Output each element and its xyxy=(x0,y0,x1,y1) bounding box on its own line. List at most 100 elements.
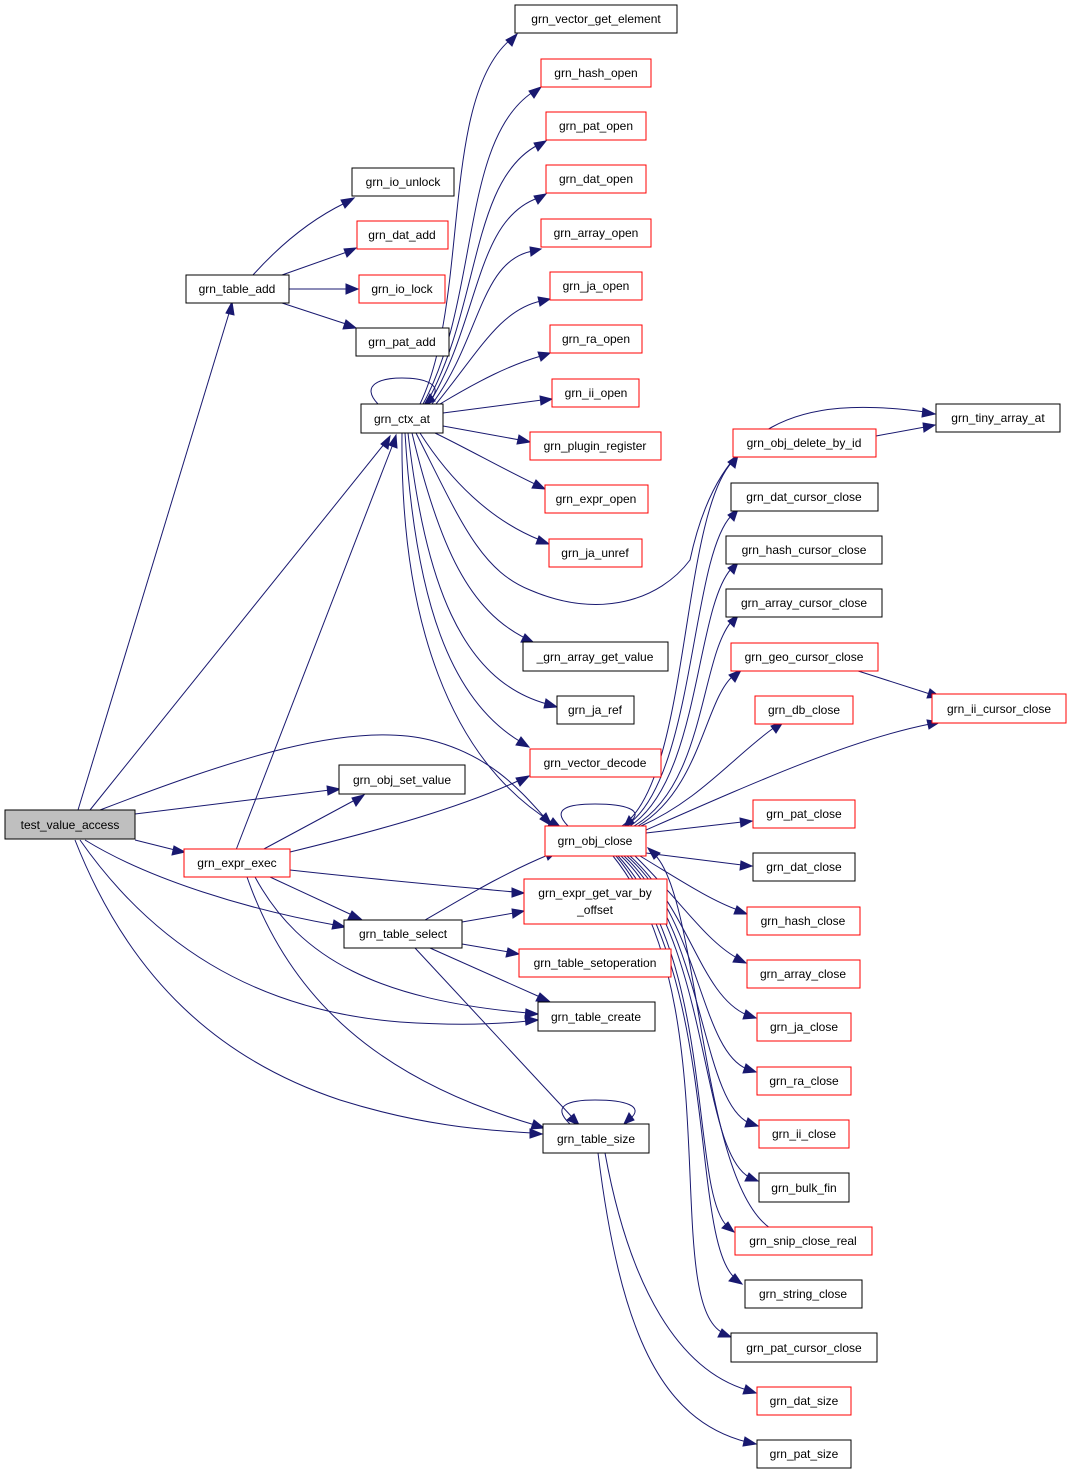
node-grn-table-setoperation[interactable]: grn_table_setoperation xyxy=(518,948,672,978)
node-label: grn_pat_close xyxy=(766,807,842,821)
node-grn-dat-cursor-close[interactable]: grn_dat_cursor_close xyxy=(730,482,879,512)
edge-grn-obj-close-to-grn-pat-close xyxy=(645,821,743,834)
node-label: grn_dat_size xyxy=(770,1394,839,1408)
node-grn-snip-close-real[interactable]: grn_snip_close_real xyxy=(734,1226,873,1256)
edge-grn-obj-close-to-grn-obj-delete-by-id xyxy=(621,461,733,827)
edge-grn-ctx-at-to-grn-plugin-register xyxy=(442,425,521,441)
arrowhead xyxy=(345,283,360,295)
node-label: grn_ra_open xyxy=(562,332,630,346)
node-grn-obj-set-value[interactable]: grn_obj_set_value xyxy=(338,764,466,795)
node-grn-pat-cursor-close[interactable]: grn_pat_cursor_close xyxy=(730,1332,878,1363)
node-grn-dat-open[interactable]: grn_dat_open xyxy=(545,164,647,194)
arrowhead xyxy=(351,794,366,807)
node-grn-ja-ref[interactable]: grn_ja_ref xyxy=(556,695,635,725)
node-grn-string-close[interactable]: grn_string_close xyxy=(744,1279,863,1309)
node-grn-io-lock[interactable]: grn_io_lock xyxy=(358,274,446,304)
node-label: grn_dat_close xyxy=(766,860,842,874)
arrowhead xyxy=(728,1273,744,1285)
node-grn-vector-get-element[interactable]: grn_vector_get_element xyxy=(514,4,678,34)
node-grn-geo-cursor-close[interactable]: grn_geo_cursor_close xyxy=(730,642,879,672)
node-grn-obj-close[interactable]: grn_obj_close xyxy=(544,825,647,857)
edge-grn-ctx-at-to-grn-dat-open xyxy=(428,197,539,405)
node-label: grn_hash_open xyxy=(554,66,637,80)
node-test-value-access[interactable]: test_value_access xyxy=(4,809,136,840)
node-grn-array-close[interactable]: grn_array_close xyxy=(746,959,861,989)
node-grn-array-cursor-close[interactable]: grn_array_cursor_close xyxy=(725,588,883,618)
edge-grn-obj-close-to-grn-hash-cursor-close xyxy=(629,568,732,827)
arrowhead xyxy=(531,479,547,490)
node-grn-ja-open[interactable]: grn_ja_open xyxy=(549,271,643,301)
node-grn-ra-open[interactable]: grn_ra_open xyxy=(549,324,643,354)
node-grn-vector-decode[interactable]: grn_vector_decode xyxy=(529,748,662,778)
node-grn-pat-add[interactable]: grn_pat_add xyxy=(355,327,450,357)
edge-test-value-access-to-grn-ctx-at xyxy=(89,442,386,811)
node-grn-hash-cursor-close[interactable]: grn_hash_cursor_close xyxy=(725,535,883,565)
node-grn-expr-exec[interactable]: grn_expr_exec xyxy=(183,848,291,878)
node-grn-table-size[interactable]: grn_table_size xyxy=(542,1123,650,1154)
node-grn-ja-close[interactable]: grn_ja_close xyxy=(756,1012,852,1042)
node-label: grn_pat_cursor_close xyxy=(746,1341,862,1355)
edge-grn-obj-close-self-loop xyxy=(560,803,636,827)
arrowhead xyxy=(537,296,552,307)
node-grn-expr-get-var-by-offset[interactable]: grn_expr_get_var_by _offset xyxy=(523,878,668,925)
node-grn-ra-close[interactable]: grn_ra_close xyxy=(756,1066,852,1096)
node-grn-ii-cursor-close[interactable]: grn_ii_cursor_close xyxy=(931,693,1067,724)
node-grn-table-add[interactable]: grn_table_add xyxy=(185,274,290,304)
node-label: grn_geo_cursor_close xyxy=(745,650,864,664)
arrowhead xyxy=(171,845,187,856)
node-grn-table-select[interactable]: grn_table_select xyxy=(343,919,463,949)
node-grn-db-close[interactable]: grn_db_close xyxy=(754,695,854,725)
node-label: grn_obj_delete_by_id xyxy=(747,436,862,450)
node-grn-bulk-fin[interactable]: grn_bulk_fin xyxy=(758,1172,850,1203)
edge-test-value-access-to-grn-table-add xyxy=(77,309,231,811)
node-label: grn_ii_cursor_close xyxy=(947,702,1051,716)
arrowhead xyxy=(623,1112,635,1125)
node-grn-ii-open[interactable]: grn_ii_open xyxy=(551,378,640,408)
edge-test-value-access-to-grn-obj-set-value xyxy=(134,789,331,815)
node-grn-io-unlock[interactable]: grn_io_unlock xyxy=(351,167,455,197)
node-grn-table-create[interactable]: grn_table_create xyxy=(537,1001,656,1032)
arrowhead xyxy=(732,953,748,964)
node-grn-hash-open[interactable]: grn_hash_open xyxy=(540,58,652,88)
node-label: grn_hash_cursor_close xyxy=(742,543,867,557)
edge-test-value-access-to-grn-expr-exec xyxy=(134,839,176,851)
edge-grn-table-size-to-grn-dat-size xyxy=(604,1152,748,1391)
edge-grn-ctx-at-self-loop xyxy=(370,377,436,405)
node-label: grn_array_cursor_close xyxy=(741,596,867,610)
edge-grn-obj-close-to-grn-geo-cursor-close xyxy=(637,675,734,827)
node-grn-obj-delete-by-id[interactable]: grn_obj_delete_by_id xyxy=(732,428,877,458)
node-grn-pat-open[interactable]: grn_pat_open xyxy=(545,111,647,141)
edge-grn-table-add-to-grn-pat-add xyxy=(281,302,347,325)
edge-grn-table-select-to-grn-table-create xyxy=(429,947,541,998)
node-grn-pat-size[interactable]: grn_pat_size xyxy=(756,1439,852,1469)
node-grn-pat-close[interactable]: grn_pat_close xyxy=(752,799,856,829)
arrowhead xyxy=(728,669,743,683)
edge-grn-snip-close-real-to-grn-obj-close xyxy=(654,854,771,1229)
node-grn-ctx-at[interactable]: grn_ctx_at xyxy=(360,403,444,434)
node-grn-ii-close[interactable]: grn_ii_close xyxy=(758,1119,850,1149)
edge-grn-obj-close-to-grn-ii-cursor-close xyxy=(645,723,931,831)
node-grn-hash-close[interactable]: grn_hash_close xyxy=(746,906,861,936)
arrowhead xyxy=(528,86,543,99)
node-label: grn_tiny_array_at xyxy=(951,411,1045,425)
node-grn-expr-open[interactable]: grn_expr_open xyxy=(544,484,649,514)
node-grn-dat-close[interactable]: grn_dat_close xyxy=(752,852,856,882)
node-grn-ja-unref[interactable]: grn_ja_unref xyxy=(548,538,643,568)
arrowhead xyxy=(342,319,358,330)
edge-grn-table-size-to-grn-pat-size xyxy=(597,1152,748,1443)
node-grn-dat-add[interactable]: grn_dat_add xyxy=(356,220,449,250)
node-grn-array-open[interactable]: grn_array_open xyxy=(540,218,652,248)
edge-grn-obj-close-to-grn-dat-cursor-close xyxy=(625,515,732,827)
arrowhead xyxy=(380,434,391,450)
node-grn-array-get-value[interactable]: _grn_array_get_value xyxy=(522,641,669,672)
edge-grn-obj-close-to-grn-array-close xyxy=(634,855,738,959)
arrowhead xyxy=(742,1436,758,1447)
edge-test-value-access-to-grn-table-select xyxy=(84,839,336,926)
node-grn-dat-size[interactable]: grn_dat_size xyxy=(756,1386,852,1416)
arrowhead xyxy=(343,247,358,258)
node-grn-tiny-array-at[interactable]: grn_tiny_array_at xyxy=(935,403,1061,433)
node-grn-plugin-register[interactable]: grn_plugin_register xyxy=(529,431,662,461)
arrowhead xyxy=(733,905,749,915)
arrowhead xyxy=(742,1009,758,1020)
